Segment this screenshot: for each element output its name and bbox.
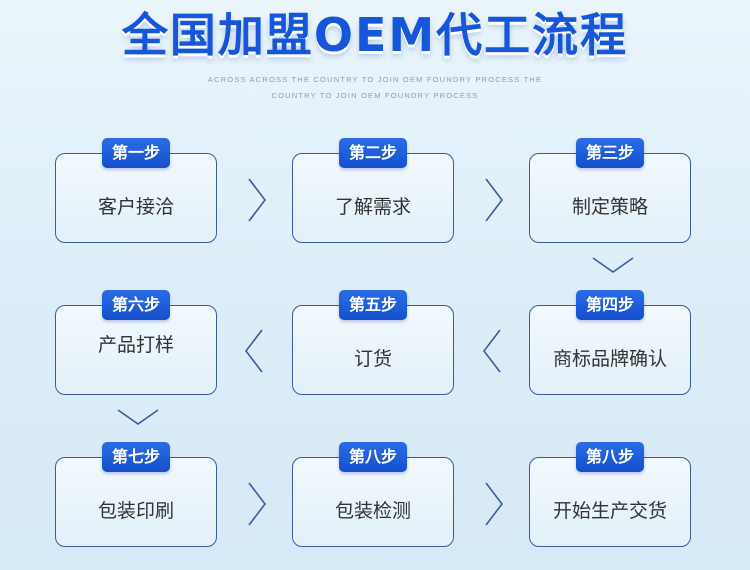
step-3-label: 制定策略: [571, 196, 648, 218]
step-9-label: 开始生产交货: [552, 500, 667, 522]
step-8-badge: 第八步: [339, 442, 407, 472]
step-4-badge: 第四步: [576, 290, 644, 320]
step-1-card: 第一步 客户接洽: [55, 138, 217, 243]
step-9-badge: 第八步: [576, 442, 644, 472]
step-2-badge: 第二步: [339, 138, 407, 168]
step-1-badge: 第一步: [102, 138, 170, 168]
step-1-label: 客户接洽: [97, 196, 174, 218]
arrow-right-icon: [248, 482, 267, 526]
step-2-card: 第二步 了解需求: [292, 138, 454, 243]
step-5-badge: 第五步: [339, 290, 407, 320]
step-7-label: 包装印刷: [97, 500, 174, 522]
step-7-badge: 第七步: [102, 442, 170, 472]
step-6-label: 产品打样: [97, 334, 174, 356]
step-5-label: 订货: [353, 348, 392, 370]
step-2-label: 了解需求: [334, 196, 411, 218]
step-4-card: 第四步 商标品牌确认: [529, 290, 691, 395]
arrow-down-icon: [117, 409, 159, 425]
step-3-badge: 第三步: [576, 138, 644, 168]
arrow-left-icon: [244, 329, 263, 373]
arrow-left-icon: [482, 329, 501, 373]
step-6-card: 第六步 产品打样: [55, 290, 217, 395]
step-9-card: 第八步 开始生产交货: [529, 442, 691, 547]
arrow-right-icon: [485, 178, 504, 222]
arrow-right-icon: [248, 178, 267, 222]
step-5-card: 第五步 订货: [292, 290, 454, 395]
step-4-label: 商标品牌确认: [552, 348, 667, 370]
page-title: 全国加盟OEM代工流程: [121, 8, 629, 62]
arrow-down-icon: [592, 257, 634, 273]
step-7-card: 第七步 包装印刷: [55, 442, 217, 547]
arrow-right-icon: [485, 482, 504, 526]
step-8-label: 包装检测: [334, 500, 411, 522]
step-8-card: 第八步 包装检测: [292, 442, 454, 547]
step-6-badge: 第六步: [102, 290, 170, 320]
step-3-card: 第三步 制定策略: [529, 138, 691, 243]
page-subtitle: ACROSS ACROSS THE COUNTRY TO JOIN OEM FO…: [207, 75, 543, 100]
